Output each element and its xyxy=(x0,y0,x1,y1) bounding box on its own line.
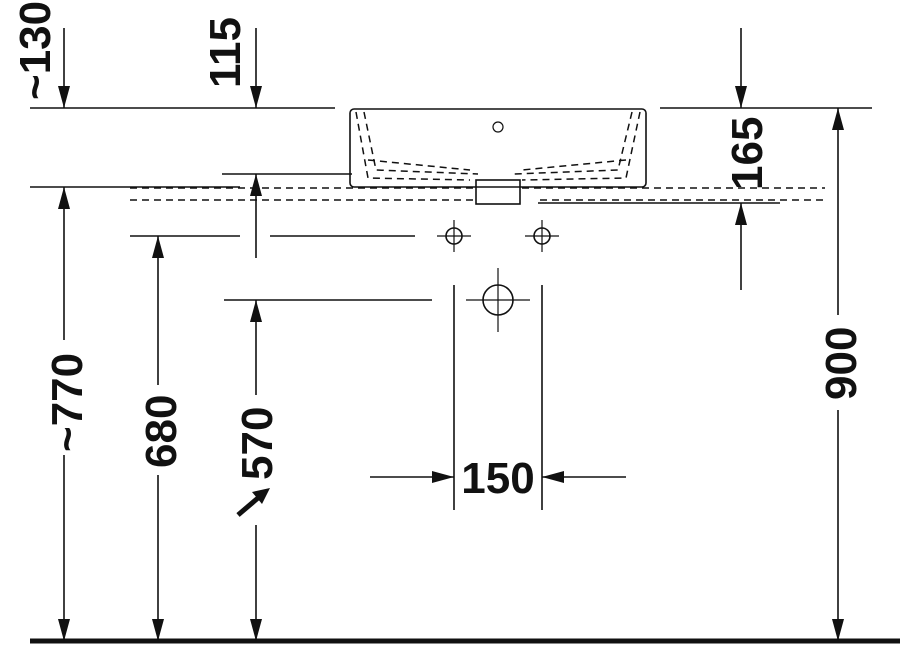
waste-pipe-point xyxy=(466,268,530,332)
dim-115-arrow xyxy=(250,86,262,108)
dim-150-arrow-left xyxy=(432,471,454,483)
dim-130-label: ~130 xyxy=(11,1,60,100)
dim-770-label: ~770 xyxy=(43,353,92,452)
dim-150-label: 150 xyxy=(461,454,534,503)
dim-770-arrow-bottom xyxy=(58,619,70,641)
supply-point-right xyxy=(525,220,559,252)
drain-outlet xyxy=(475,179,521,205)
dim-900-label: 900 xyxy=(817,327,866,400)
dim-770-arrow-top xyxy=(58,187,70,209)
dim-165-arrow-top xyxy=(735,86,747,108)
dim-570-label: 570 xyxy=(233,407,282,480)
dim-150-arrow-right xyxy=(542,471,564,483)
supply-point-left xyxy=(437,220,471,252)
dim-680-arrow-bottom xyxy=(152,619,164,641)
dim-115-label: 115 xyxy=(201,17,250,88)
dim-570-diagonal-arrow-head xyxy=(252,488,270,504)
dim-570-diagonal-arrow-line xyxy=(236,496,260,517)
dim-165-label: 165 xyxy=(723,117,772,190)
basin xyxy=(349,108,647,205)
dim-130-arrow xyxy=(58,86,70,108)
overflow-hole xyxy=(492,121,504,133)
dim-900-arrow-top xyxy=(832,108,844,130)
dim-900-arrow-bottom xyxy=(832,619,844,641)
dim-570-arrow-bottom xyxy=(250,619,262,641)
dim-680-arrow-top xyxy=(152,236,164,258)
extension-arrow-basin-bottom xyxy=(250,174,262,196)
dim-570-arrow-top xyxy=(250,300,262,322)
dim-165-arrow-bottom xyxy=(735,203,747,225)
dim-680-label: 680 xyxy=(137,395,186,468)
